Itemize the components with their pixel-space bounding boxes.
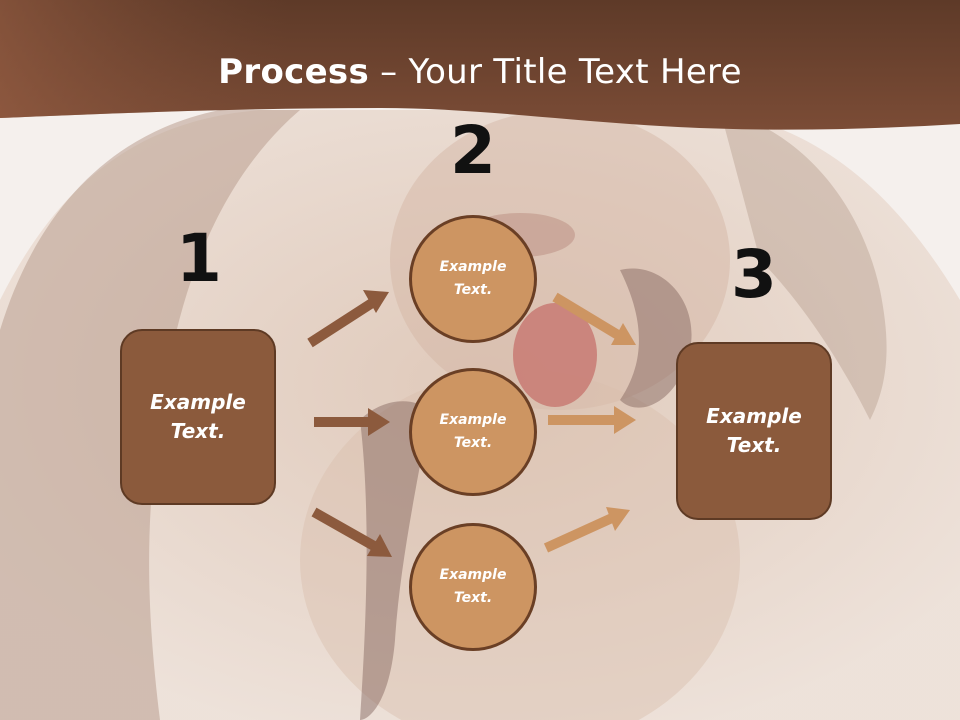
step-1-text: Example Text.: [150, 390, 246, 443]
arrow-from-bottom-circle: [543, 507, 630, 553]
step-3-box: Example Text.: [676, 342, 832, 520]
step-1-box: Example Text.: [120, 329, 276, 505]
step-number-2: 2: [450, 112, 496, 189]
step-2-circle-top: Example Text.: [409, 215, 537, 343]
arrow-to-top-circle: [307, 290, 389, 348]
step-2-circle-bottom: Example Text.: [409, 523, 537, 651]
arrow-to-bottom-circle: [311, 507, 392, 557]
step-number-3: 3: [731, 236, 777, 313]
title-bold: Process: [218, 52, 370, 92]
step-3-text: Example Text.: [706, 404, 802, 457]
title-rest: – Your Title Text Here: [369, 52, 742, 92]
circle-middle-text: Example Text.: [439, 412, 507, 451]
arrow-to-middle-circle: [314, 408, 390, 436]
circle-bottom-text: Example Text.: [439, 567, 507, 606]
arrow-from-middle-circle: [548, 406, 636, 434]
slide-title: Process – Your Title Text Here: [0, 52, 960, 92]
arrow-from-top-circle: [552, 292, 636, 345]
step-number-1: 1: [176, 220, 222, 297]
circle-top-text: Example Text.: [439, 259, 507, 298]
step-2-circle-middle: Example Text.: [409, 368, 537, 496]
